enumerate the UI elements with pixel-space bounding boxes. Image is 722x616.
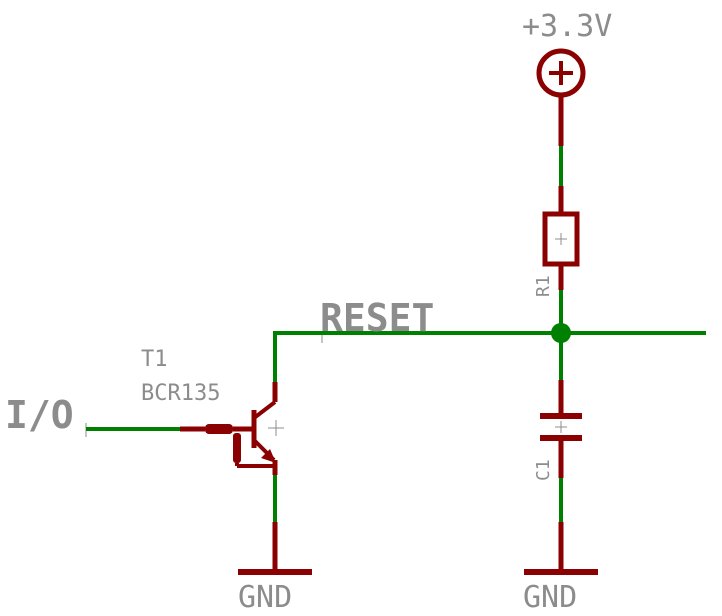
gnd-label-left: GND bbox=[238, 580, 292, 615]
capacitor-ref-label: C1 bbox=[533, 459, 554, 481]
reset-net-wire bbox=[273, 331, 706, 382]
gnd-label-right: GND bbox=[523, 580, 577, 615]
resistor-r1 bbox=[542, 186, 580, 290]
reset-net-label: RESET bbox=[320, 296, 434, 340]
io-port-label: I/O bbox=[5, 393, 74, 437]
transistor-value-label: BCR135 bbox=[141, 381, 220, 406]
gnd-symbol-right bbox=[524, 522, 598, 575]
gnd-symbol-left bbox=[238, 522, 312, 575]
capacitor-c1 bbox=[540, 380, 582, 478]
resistor-ref-label: R1 bbox=[533, 275, 554, 297]
transistor-t1 bbox=[180, 382, 284, 475]
transistor-ref-label: T1 bbox=[141, 347, 168, 372]
supply-label: +3.3V bbox=[522, 9, 612, 44]
supply-symbol bbox=[536, 48, 586, 146]
